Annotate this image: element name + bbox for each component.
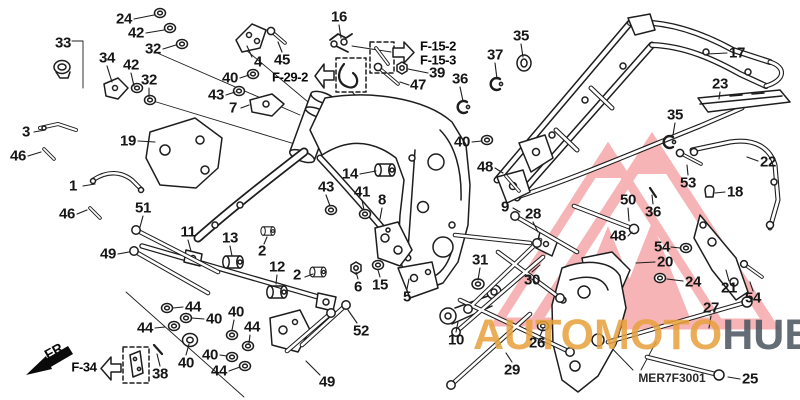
part-number-label[interactable]: 19 [120, 132, 136, 150]
part-number-label[interactable]: 53 [680, 174, 696, 192]
frame-parts-drawing [26, 7, 791, 398]
part-number-label[interactable]: 40 [178, 354, 194, 372]
part-number-label[interactable]: 52 [353, 322, 369, 340]
part-number-label[interactable]: 28 [525, 205, 541, 223]
part-number-label[interactable]: 39 [429, 64, 445, 82]
part-number-label[interactable]: 25 [742, 370, 758, 388]
part-number-label[interactable]: 46 [59, 205, 75, 223]
part-number-label[interactable]: 32 [141, 71, 157, 89]
part-number-label[interactable]: 44 [137, 319, 153, 337]
part-number-label[interactable]: 36 [645, 203, 661, 221]
part-number-label[interactable]: 4 [254, 53, 262, 71]
part-number-label[interactable]: 37 [487, 46, 503, 64]
part-number-label[interactable]: 46 [10, 147, 26, 165]
part-number-label[interactable]: 34 [99, 49, 115, 67]
part-number-label[interactable]: 31 [472, 251, 488, 269]
part-number-label[interactable]: 48 [477, 158, 493, 176]
part-number-label[interactable]: 40 [206, 310, 222, 328]
part-number-label[interactable]: 16 [331, 8, 347, 26]
part-number-label[interactable]: 24 [685, 273, 701, 291]
part-number-label[interactable]: 43 [318, 178, 334, 196]
part-number-label[interactable]: 44 [211, 362, 227, 380]
part-number-label[interactable]: 22 [760, 153, 776, 171]
part-number-label[interactable]: 33 [55, 34, 71, 52]
fr-direction-arrow [26, 346, 73, 375]
part-number-label[interactable]: 40 [228, 303, 244, 321]
arrow-left-f29 [314, 63, 335, 89]
part-number-label[interactable]: 44 [185, 298, 201, 316]
part-number-label[interactable]: 15 [372, 276, 388, 294]
reference-arrows [100, 41, 415, 381]
part-number-label[interactable]: 2 [293, 266, 301, 284]
arrow-right-f15 [392, 41, 415, 64]
part-number-label[interactable]: 30 [524, 271, 540, 289]
part-number-label[interactable]: 14 [342, 165, 358, 183]
part-number-label[interactable]: 18 [727, 183, 743, 201]
part-number-label[interactable]: 8 [378, 191, 386, 209]
part-number-label[interactable]: 54 [745, 289, 761, 307]
part-number-label[interactable]: 49 [319, 373, 335, 391]
part-number-label[interactable]: 38 [152, 365, 168, 383]
engine-hanger-bracket [551, 261, 627, 393]
part-number-label[interactable]: 40 [222, 69, 238, 87]
part-number-label[interactable]: 48 [610, 227, 626, 245]
part-number-label[interactable]: 10 [448, 331, 464, 349]
part-number-label[interactable]: 49 [100, 245, 116, 263]
part-number-label[interactable]: 9 [501, 198, 509, 216]
fr-direction-label: FR. [41, 337, 70, 363]
bolts [42, 26, 764, 390]
part-number-label[interactable]: 13 [222, 229, 238, 247]
part-number-label[interactable]: 20 [657, 253, 673, 271]
part-number-label[interactable]: 24 [116, 10, 132, 28]
part-number-label[interactable]: 43 [208, 86, 224, 104]
part-number-label[interactable]: 17 [729, 44, 745, 62]
part-number-label[interactable]: 12 [269, 258, 285, 276]
part-number-label[interactable]: 2 [258, 242, 266, 260]
part-number-label[interactable]: 29 [504, 361, 520, 379]
part-number-label[interactable]: 41 [354, 183, 370, 201]
part-number-label[interactable]: 42 [128, 24, 144, 42]
battery-plate [697, 89, 791, 113]
part-number-label[interactable]: 40 [454, 133, 470, 151]
part-number-label[interactable]: 35 [667, 106, 683, 124]
part-number-label[interactable]: 35 [513, 27, 529, 45]
arrow-left-f34 [100, 356, 122, 381]
part-number-label[interactable]: 45 [274, 51, 290, 69]
part-number-label[interactable]: 32 [145, 40, 161, 58]
part-number-label[interactable]: 42 [123, 56, 139, 74]
part-number-label[interactable]: 7 [229, 99, 237, 117]
part-number-label[interactable]: 50 [620, 191, 636, 209]
washers-and-mounts [53, 7, 693, 372]
part-number-label[interactable]: 6 [354, 278, 362, 296]
part-number-label[interactable]: 26 [529, 334, 545, 352]
reference-diagram-link[interactable]: F-29-2 [272, 69, 308, 85]
part-number-label[interactable]: 1 [69, 177, 77, 195]
part-number-label[interactable]: 54 [654, 238, 670, 256]
part-number-label[interactable]: 51 [135, 199, 151, 217]
part-number-label[interactable]: 5 [403, 288, 411, 306]
drawing-code-label: MER7F3001 [638, 371, 706, 385]
part-number-label[interactable]: 47 [410, 76, 426, 94]
reference-diagram-link[interactable]: F-34 [71, 359, 97, 375]
part-number-label[interactable]: 21 [721, 279, 737, 297]
rear-subframe [493, 13, 784, 204]
leader-lines [27, 14, 759, 380]
part-number-label[interactable]: 11 [180, 223, 196, 241]
part-number-label[interactable]: 23 [712, 75, 728, 93]
part-number-label[interactable]: 44 [244, 318, 260, 336]
part-number-label[interactable]: 40 [202, 346, 218, 364]
part-number-label[interactable]: 27 [703, 299, 719, 317]
reference-diagram-link[interactable]: F-15-2 [420, 38, 456, 54]
part-number-label[interactable]: 36 [452, 70, 468, 88]
part-number-label[interactable]: 3 [22, 123, 30, 141]
reference-diagram-link[interactable]: F-15-3 [420, 52, 456, 68]
